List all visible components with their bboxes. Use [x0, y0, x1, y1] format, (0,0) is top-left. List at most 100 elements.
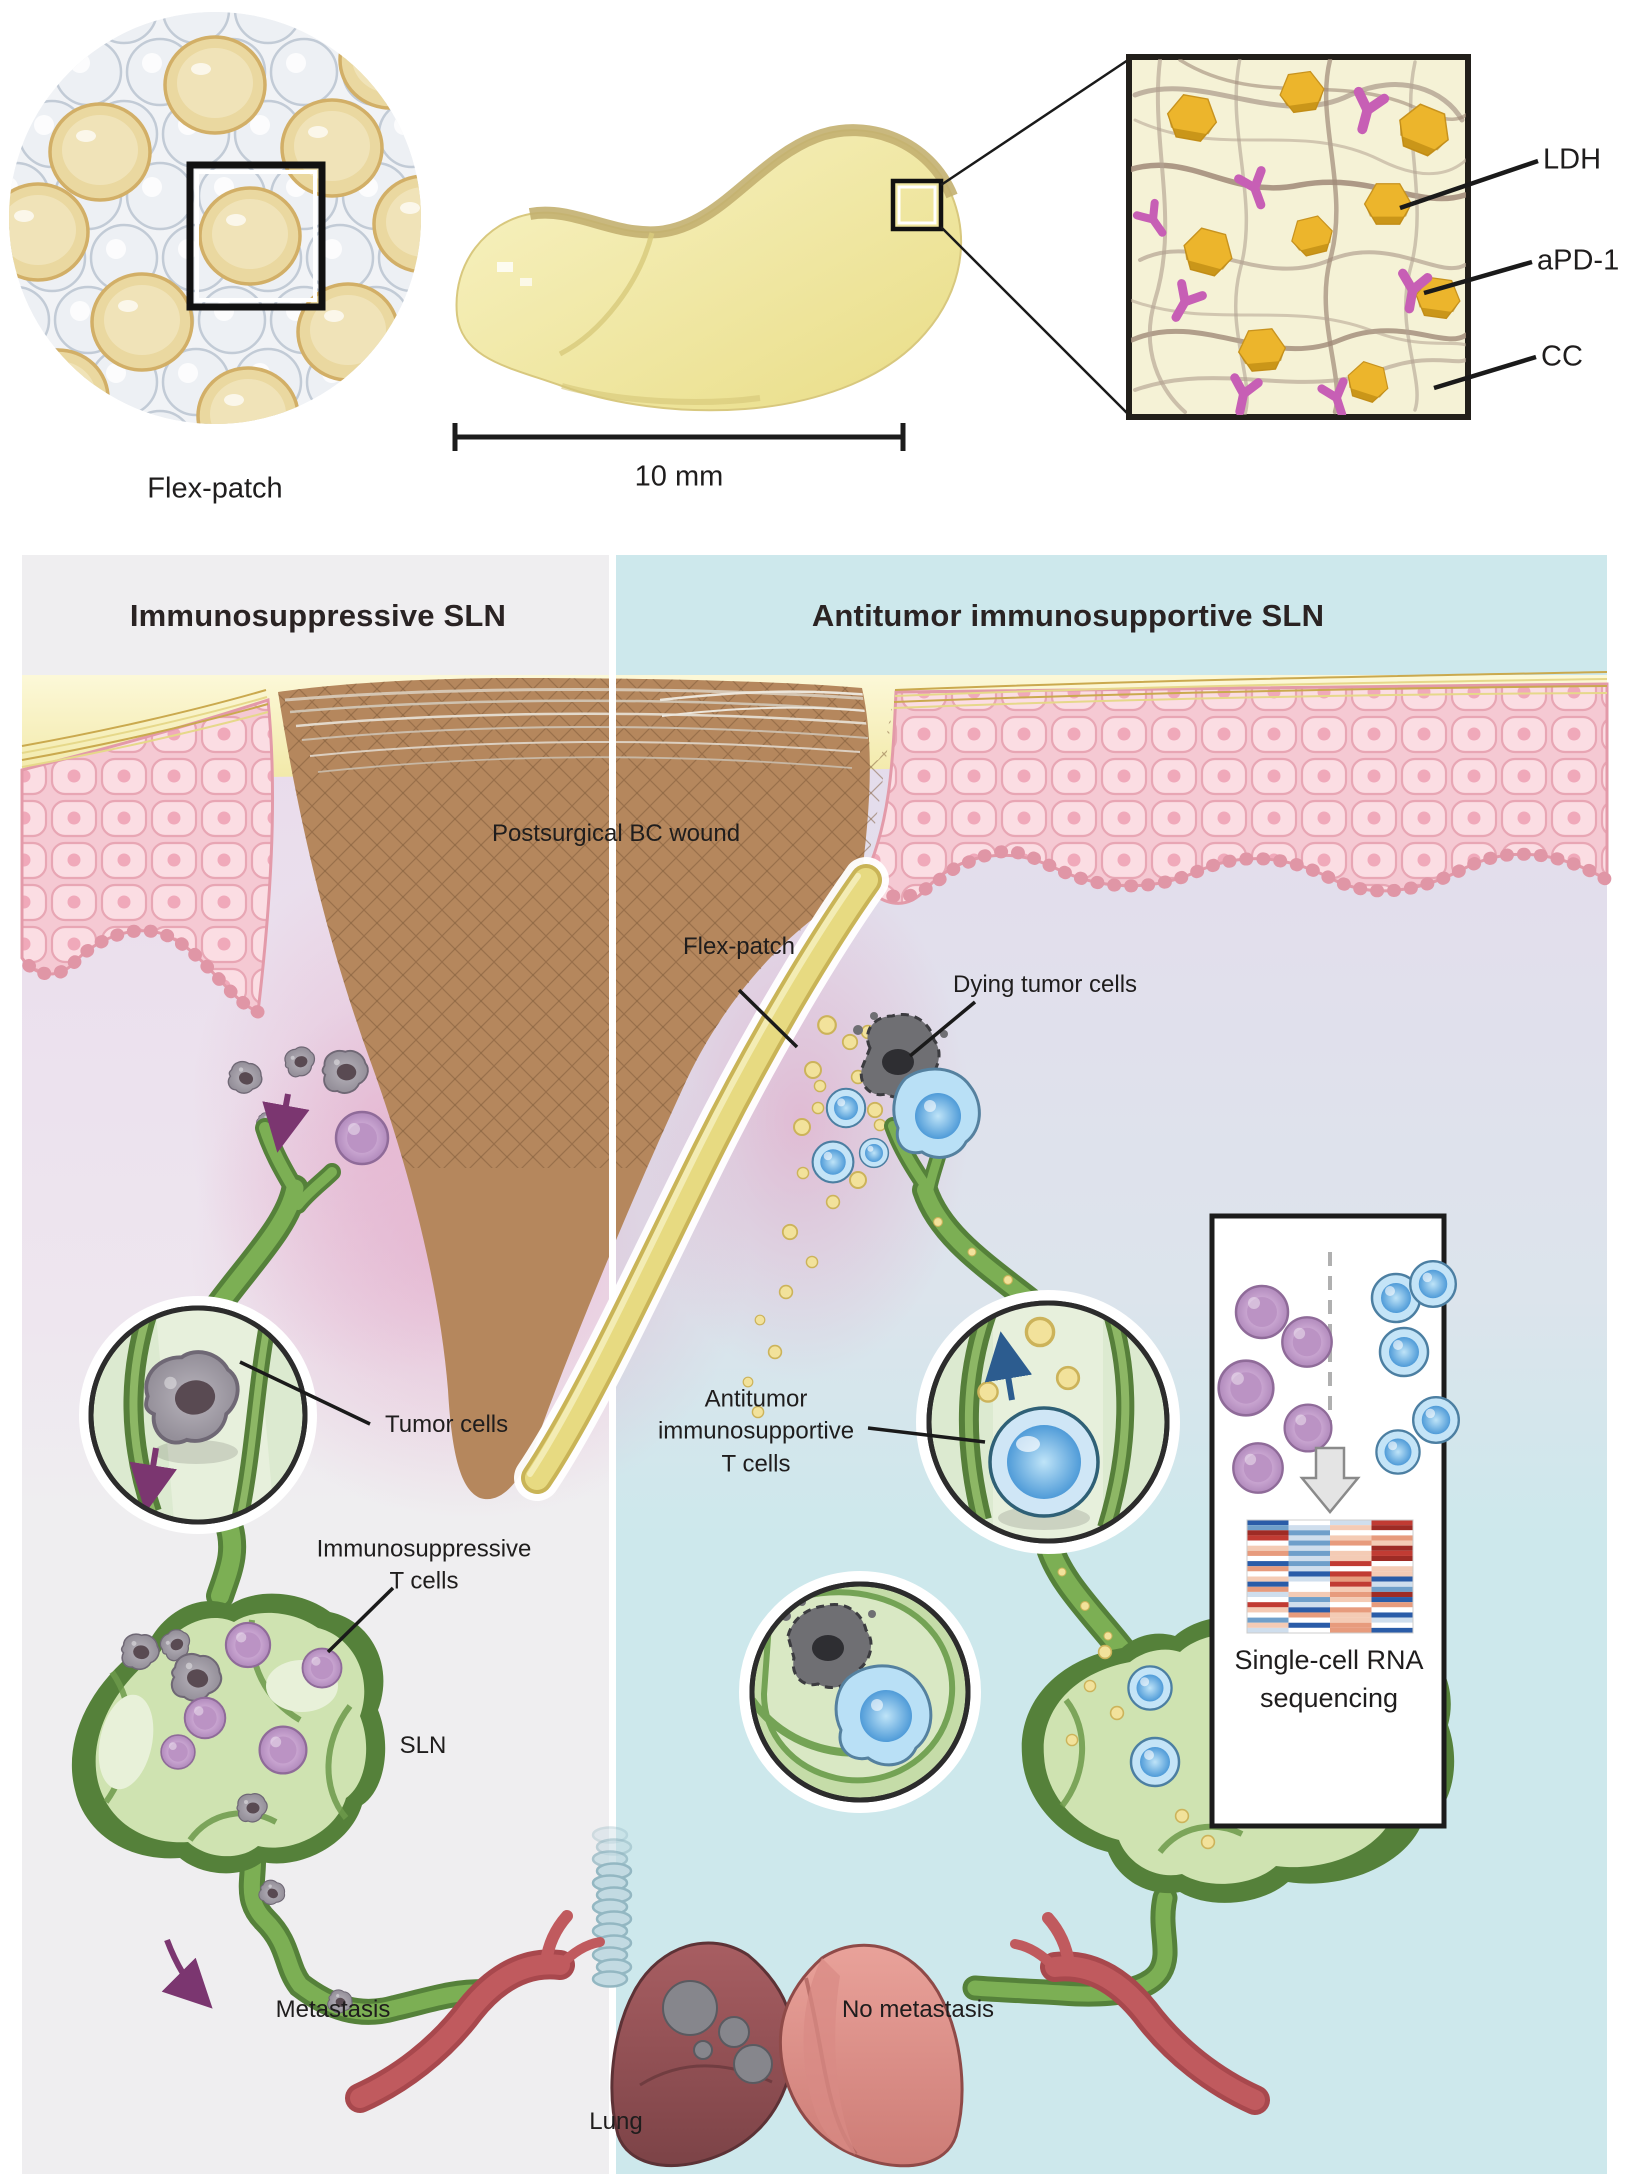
heatmap-cell: [1330, 1530, 1372, 1536]
zoom-connector-bottom: [940, 226, 1129, 415]
yellow-disc-array: [9, 12, 421, 424]
epidermis-right: [855, 682, 1614, 905]
heatmap-cell: [1247, 1581, 1289, 1587]
implanted-patch-label: Flex-patch: [682, 932, 796, 960]
heatmap-cell: [1330, 1540, 1372, 1546]
patch-zoom-box-inner: [897, 185, 937, 225]
heatmap-cell: [1247, 1597, 1289, 1603]
purple-down-arrow-icon: [262, 1093, 310, 1153]
ldh-label: LDH: [1543, 143, 1602, 176]
heatmap-cell: [1288, 1566, 1330, 1572]
heatmap-cell: [1247, 1561, 1289, 1567]
heatmap-cell: [1247, 1566, 1289, 1572]
heatmap-cell: [1288, 1576, 1330, 1582]
heatmap-cell: [1371, 1535, 1413, 1541]
sequencing-box: [1209, 1213, 1460, 1829]
heatmap-cell: [1330, 1525, 1372, 1531]
heatmap-cell: [1288, 1561, 1330, 1567]
heatmap-cell: [1371, 1622, 1413, 1628]
heatmap-cell: [1247, 1591, 1289, 1598]
heatmap-cell: [1247, 1535, 1289, 1541]
heatmap-cell: [1371, 1545, 1413, 1551]
heatmap-cell: [1330, 1617, 1372, 1623]
immunosuppressive-t-label: Immunosuppressive T cells: [316, 1535, 532, 1595]
dying-tumor-cell-site: [853, 1012, 981, 1159]
apd1-label: aPD-1: [1537, 244, 1620, 277]
dying-tumor-label: Dying tumor cells: [953, 970, 1138, 998]
heatmap-cell: [1330, 1566, 1372, 1572]
heatmap-cell: [1330, 1597, 1372, 1603]
right-header: Antitumor immunosupportive SLN: [811, 598, 1325, 634]
stratum-corneum-lines: [21, 671, 1608, 768]
lungs: [610, 1941, 964, 2168]
leader-lines: [239, 988, 986, 1654]
heatmap-cell: [1330, 1622, 1372, 1628]
heatmap-cell: [1371, 1550, 1413, 1556]
lymphatic-vessels: [201, 1117, 1178, 2025]
left-header: Immunosuppressive SLN: [129, 598, 507, 634]
heatmap-cell: [1247, 1540, 1289, 1546]
heatmap-cell: [1247, 1530, 1289, 1536]
heatmap-cell: [1288, 1555, 1330, 1562]
heatmap-cell: [1371, 1530, 1413, 1536]
cc-label: CC: [1541, 340, 1583, 373]
zoom-connector-top: [940, 58, 1129, 187]
heatmap-cell: [1371, 1612, 1413, 1618]
heatmap-cell: [1247, 1617, 1289, 1623]
scale-label: 10 mm: [634, 460, 724, 493]
heatmap-cell: [1371, 1576, 1413, 1582]
heatmap-cell: [1330, 1535, 1372, 1541]
heatmap-cell: [1247, 1602, 1289, 1608]
flex-patch-3d-drawing: [455, 58, 1129, 415]
left-sln: [71, 1593, 386, 1874]
right-vessel-inset: [916, 1290, 1180, 1554]
implanted-flex-patch: [514, 857, 889, 1501]
heatmap-cell: [1371, 1581, 1413, 1587]
heatmap-cell: [1371, 1561, 1413, 1567]
epidermis-left: [15, 697, 275, 1019]
comparison-panel: [15, 555, 1614, 2174]
cc-fiber-network: [1131, 59, 1466, 415]
heatmap-cell: [1371, 1571, 1413, 1577]
heatmap-cell: [1288, 1622, 1330, 1628]
scrna-line2: sequencing: [1259, 1682, 1399, 1713]
heatmap-cell: [1247, 1607, 1289, 1613]
heatmap-cell: [1330, 1581, 1372, 1587]
heatmap-cell: [1371, 1597, 1413, 1603]
heatmap-cell: [1247, 1612, 1289, 1618]
blue-up-arrow-icon: [984, 1331, 1033, 1401]
purple-down-arrow-icon: [161, 1938, 213, 2009]
heatmap-cell: [1247, 1520, 1289, 1526]
heatmap-cell: [1288, 1586, 1330, 1592]
scrna-line1: Single-cell RNA: [1234, 1644, 1424, 1675]
heatmap-cell: [1247, 1622, 1289, 1628]
blood-vessels: [345, 1910, 1270, 2115]
heatmap-cell: [1330, 1591, 1372, 1598]
heatmap-cell: [1288, 1550, 1330, 1556]
heatmap-cell: [1247, 1627, 1289, 1633]
heatmap-cell: [1330, 1550, 1372, 1556]
heatmap-cell: [1288, 1617, 1330, 1623]
heatmap-cell: [1330, 1561, 1372, 1567]
trachea: [591, 1826, 633, 1988]
heatmap-cell: [1288, 1535, 1330, 1541]
heatmap-cell: [1330, 1571, 1372, 1577]
lung-label: Lung: [589, 2107, 643, 2135]
heatmap-cell: [1288, 1530, 1330, 1536]
heatmap-cell: [1371, 1540, 1413, 1546]
heatmap-cell: [1288, 1612, 1330, 1618]
phagocytosis-inset: [739, 1571, 981, 1813]
heatmap-cell: [1371, 1586, 1413, 1592]
photo-zoom-box-inner: [195, 170, 317, 302]
heatmap-cell: [1371, 1520, 1413, 1526]
heatmap-cell: [1288, 1581, 1330, 1587]
antitumor-t-label: Antitumor immunosupportive T cells: [657, 1385, 855, 1478]
heatmap-cell: [1247, 1525, 1289, 1531]
heatmap-cell: [1288, 1520, 1330, 1526]
heatmap-cell: [1247, 1550, 1289, 1556]
scale-bar: [452, 423, 906, 451]
inset-leader-lines: [1399, 158, 1539, 391]
heatmap-cell: [1330, 1520, 1372, 1526]
